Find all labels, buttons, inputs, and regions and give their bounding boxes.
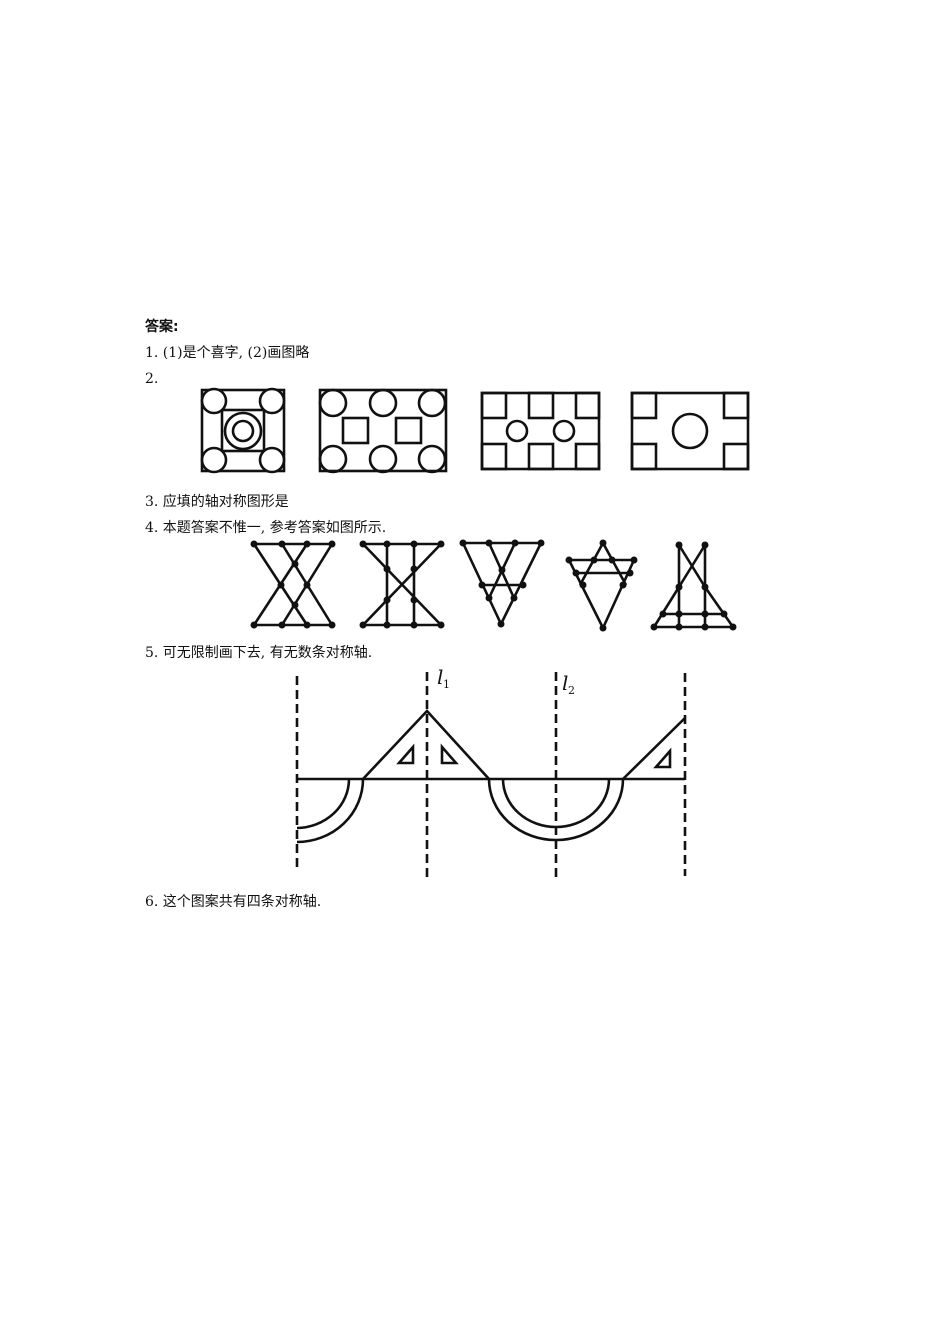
figure-4d <box>565 539 638 632</box>
answer-4: 4. 本题答案不惟一, 参考答案如图所示. <box>145 520 387 536</box>
answer-2: 2. <box>145 371 159 387</box>
figure-2a <box>200 387 286 474</box>
problem2-figures <box>200 387 750 474</box>
symmetry-axes <box>295 672 687 882</box>
figure-4a <box>250 540 336 629</box>
figure-4e <box>650 541 737 631</box>
answers-heading: 答案: <box>145 319 179 335</box>
svg-text:2: 2 <box>568 684 575 697</box>
problem5-figure: l 1 l 2 <box>295 665 687 882</box>
svg-text:l: l <box>562 671 568 695</box>
axis-label-l2: l 2 <box>562 671 575 697</box>
axis-label-l1: l 1 <box>437 665 450 691</box>
svg-text:1: 1 <box>443 678 450 691</box>
answer-1: 1. (1)是个喜字, (2)画图略 <box>145 345 310 361</box>
svg-text:l: l <box>437 665 443 689</box>
figure-4b <box>359 540 445 629</box>
answer-5: 5. 可无限制画下去, 有无数条对称轴. <box>145 645 373 661</box>
figure-4c <box>459 539 545 628</box>
answer-6: 6. 这个图案共有四条对称轴. <box>145 894 322 910</box>
figure-2b <box>318 388 448 474</box>
problem4-figures <box>250 539 737 632</box>
figure-2d <box>630 391 750 471</box>
figure-2c <box>480 391 601 471</box>
answer-3: 3. 应填的轴对称图形是 <box>145 494 289 510</box>
